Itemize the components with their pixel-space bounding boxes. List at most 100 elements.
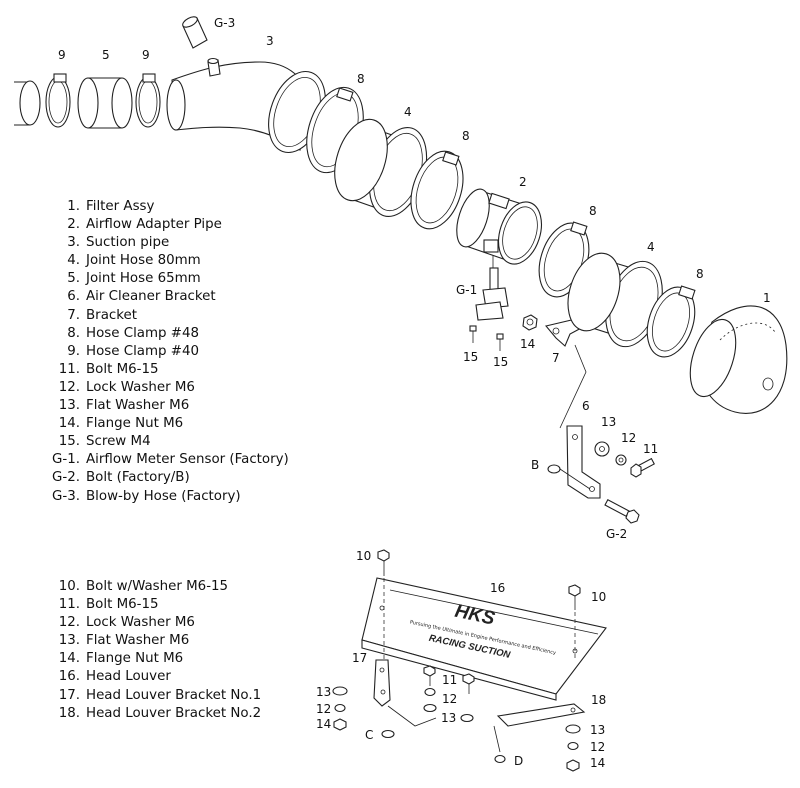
label-g3: G-3 [214, 16, 235, 30]
legend-item-number: 16. [58, 669, 80, 685]
legend-item-text: Lock Washer M6 [86, 615, 195, 631]
label-18: 18 [591, 693, 606, 707]
legend-item-number: 1. [67, 199, 80, 214]
label-8c: 8 [589, 204, 597, 218]
point-c-marker [381, 729, 395, 739]
pipe-end-left [14, 80, 41, 126]
legend-item-text: Lock Washer M6 [86, 379, 195, 395]
legend-item-number: 4. [67, 253, 80, 269]
legend-item: 11. Bolt M6-15 [40, 361, 289, 379]
label-14d: 14 [590, 756, 605, 770]
legend-item: 9. Hose Clamp #40 [40, 343, 289, 361]
legend-item: 17.Head Louver Bracket No.1 [40, 687, 261, 705]
legend-item-number: 8. [67, 325, 80, 341]
head-louver-bracket-2 [496, 703, 586, 727]
label-10b: 10 [591, 590, 606, 604]
legend-item: 14. Flange Nut M6 [40, 650, 261, 668]
legend-item-number: 12. [58, 615, 80, 631]
legend-item-text: Filter Assy [86, 199, 155, 214]
legend-item-number: G-2. [52, 470, 80, 486]
legend-item: 12. Lock Washer M6 [40, 379, 289, 397]
legend-item-number: 2. [67, 217, 80, 233]
label-4b: 4 [647, 240, 655, 254]
legend-item: 10.Bolt w/Washer M6-15 [40, 578, 261, 596]
legend-item-number: 6. [67, 289, 80, 305]
legend-item: 5.Joint Hose 65mm [40, 270, 289, 288]
legend-item-text: Bolt M6-15 [86, 361, 159, 377]
legend-item-text: Flange Nut M6 [86, 651, 184, 667]
legend-item-number: 9. [67, 343, 80, 359]
joint-hose-5 [77, 77, 133, 129]
legend-item-number: 10. [58, 579, 80, 594]
label-12b: 12 [316, 702, 331, 716]
legend-item: G-2.Bolt (Factory/B) [40, 469, 289, 487]
legend-item-text: Bracket [86, 307, 138, 323]
label-12: 12 [621, 431, 636, 445]
label-c: C [365, 728, 373, 742]
label-6: 6 [582, 399, 590, 413]
label-7: 7 [552, 351, 560, 365]
legend-item: G-1.Airflow Meter Sensor (Factory) [40, 451, 289, 469]
legend-item-number: 13. [58, 633, 80, 649]
legend-item: 12. Lock Washer M6 [40, 614, 261, 632]
label-13: 13 [601, 415, 616, 429]
legend-item: 15.Screw M4 [40, 433, 289, 451]
legend-item: 7.Bracket [40, 307, 289, 325]
legend-item: G-3.Blow-by Hose (Factory) [40, 488, 289, 506]
point-b-marker [547, 464, 561, 474]
legend-item-number: G-1. [52, 452, 80, 468]
label-15a: 15 [463, 350, 478, 364]
airflow-adapter-pipe [456, 188, 542, 265]
legend-item-number: 5. [67, 271, 80, 287]
legend-item: 18. Head Louver Bracket No.2 [40, 705, 261, 723]
screws-15 [469, 325, 504, 351]
legend-item-text: Bolt M6-15 [86, 597, 159, 613]
hose-clamp-8-d [646, 285, 696, 358]
legend-item-number: 18. [58, 705, 80, 721]
label-11: 11 [643, 442, 658, 456]
airflow-meter-sensor [475, 255, 509, 321]
legend-item-text: Flange Nut M6 [86, 416, 184, 432]
washer-stack-right [565, 724, 581, 772]
label-13b: 13 [316, 685, 331, 699]
label-g2: G-2 [606, 527, 627, 541]
legend-item-text: Head Louver [86, 669, 171, 685]
label-12d: 12 [590, 740, 605, 754]
label-2: 2 [519, 175, 527, 189]
legend-item: 1. Filter Assy [40, 198, 289, 216]
label-12c: 12 [442, 692, 457, 706]
legend-item-text: Head Louver Bracket No.2 [86, 705, 262, 721]
legend-item-number: 3. [67, 235, 80, 251]
parts-legend-main: 1. Filter Assy 2. Airflow Adapter Pipe 3. Suc… [40, 198, 289, 506]
air-cleaner-bracket [566, 425, 601, 499]
legend-item-text: Flat Washer M6 [86, 398, 190, 414]
label-16: 16 [490, 581, 505, 595]
bolt-with-washer-10 [377, 549, 581, 660]
legend-item-text: Airflow Adapter Pipe [86, 217, 222, 233]
legend-item-text: Hose Clamp #40 [86, 343, 200, 359]
legend-item-number: 12. [58, 379, 80, 395]
legend-item-text: Head Louver Bracket No.1 [86, 687, 262, 703]
legend-item-text: Air Cleaner Bracket [86, 289, 216, 305]
head-louver-bracket-1 [373, 659, 391, 707]
label-15b: 15 [493, 355, 508, 369]
hose-clamp-9-right [135, 73, 161, 128]
washer-stack-middle [423, 665, 475, 723]
label-17: 17 [352, 651, 367, 665]
legend-item-text: Suction pipe [86, 235, 170, 251]
label-10a: 10 [356, 549, 371, 563]
legend-item: 4.Joint Hose 80mm [40, 252, 289, 270]
legend-item-number: 11. [58, 361, 80, 377]
legend-item-number: 14. [58, 651, 80, 667]
label-1: 1 [763, 291, 771, 305]
label-d: D [514, 754, 523, 768]
legend-item-text: Flat Washer M6 [86, 633, 190, 649]
head-louver: HKS Pursuing the Ultimate in Engine Perf… [361, 577, 607, 701]
label-11b: 11 [442, 673, 457, 687]
legend-item-number: 11. [58, 597, 80, 613]
legend-item-number: G-3. [52, 488, 80, 504]
legend-item-number: 14. [58, 416, 80, 432]
hose-clamp-8-b [410, 150, 464, 230]
label-14: 14 [520, 337, 535, 351]
